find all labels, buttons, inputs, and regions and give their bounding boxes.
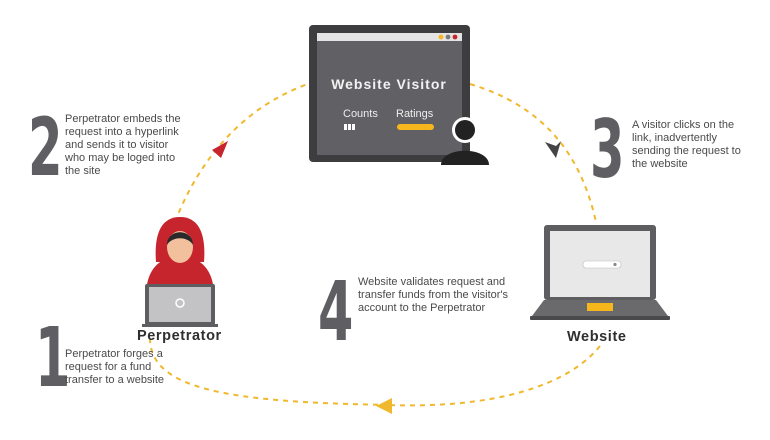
ratings-label: Ratings [396, 108, 434, 120]
perpetrator-label: Perpetrator [137, 328, 222, 344]
step-1-number: 1 [35, 311, 71, 406]
step-4-text: Website validates request and transfer f… [358, 276, 509, 314]
laptop-icon [530, 225, 670, 320]
laptop-icon [142, 284, 218, 327]
visitor-window-title: Website Visitor [331, 76, 447, 92]
monitor-icon [309, 25, 470, 162]
counts-label: Counts [343, 108, 378, 120]
website-label: Website [567, 329, 627, 345]
step-3-number: 3 [590, 103, 625, 196]
step-1-text: Perpetrator forges a request for a fund … [65, 348, 165, 386]
user-icon [441, 117, 489, 165]
arrow-gold-icon [376, 398, 392, 414]
cycle-path [149, 83, 601, 407]
arrow-dark-icon [545, 141, 561, 158]
step-2-text: Perpetrator embeds the request into a hy… [65, 113, 181, 177]
step-2-number: 2 [28, 101, 63, 194]
step-4-number: 4 [318, 265, 354, 360]
arrow-red-icon [212, 141, 228, 158]
step-3-text: A visitor clicks on the link, inadverten… [632, 119, 741, 170]
